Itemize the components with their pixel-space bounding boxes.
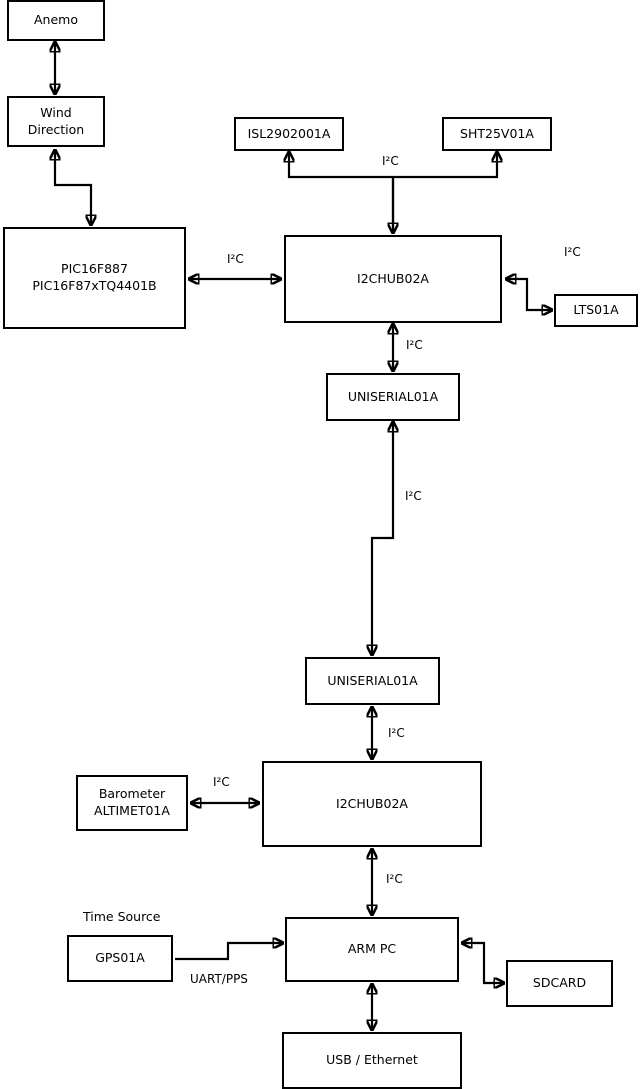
node-anemo[interactable]: Anemo: [7, 0, 105, 41]
node-uniserial01a-bottom[interactable]: UNISERIAL01A: [305, 657, 440, 705]
node-wind-direction[interactable]: Wind Direction: [7, 96, 105, 147]
wire-armpc-sdcard: [462, 943, 504, 983]
edge-label-i2c-hub-uni: I²C: [406, 338, 423, 352]
label-time-source: Time Source: [83, 909, 161, 924]
wire-bus-sht: [393, 152, 497, 179]
node-isl2902001a[interactable]: ISL2902001A: [234, 117, 344, 151]
node-i2chub02a-top[interactable]: I2CHUB02A: [284, 235, 502, 323]
edge-label-i2c-uni-uni: I²C: [405, 489, 422, 503]
edge-label-i2c-hub-lts: I²C: [564, 245, 581, 259]
node-lts01a[interactable]: LTS01A: [554, 294, 638, 327]
edge-label-i2c-baro-hub2: I²C: [213, 775, 230, 789]
node-sht25v01a[interactable]: SHT25V01A: [442, 117, 552, 151]
wire-unitop-unibottom: [372, 422, 393, 655]
node-i2chub02a-bottom[interactable]: I2CHUB02A: [262, 761, 482, 847]
node-gps01a[interactable]: GPS01A: [67, 935, 173, 982]
edge-label-i2c-hub2-arm: I²C: [386, 872, 403, 886]
node-arm-pc[interactable]: ARM PC: [285, 917, 459, 982]
edge-label-i2c-uni2-hub2: I²C: [388, 726, 405, 740]
edge-label-uart-pps: UART/PPS: [190, 972, 248, 986]
node-uniserial01a-top[interactable]: UNISERIAL01A: [326, 373, 460, 421]
node-pic16f887[interactable]: PIC16F887 PIC16F87xTQ4401B: [3, 227, 186, 329]
wire-wind-pic: [55, 150, 91, 225]
wire-bus-isl: [289, 152, 393, 179]
node-sdcard[interactable]: SDCARD: [506, 960, 613, 1007]
edge-label-i2c-top-sensors: I²C: [382, 154, 399, 168]
wire-gps-armpc: [175, 943, 283, 961]
wire-hubtop-lts: [506, 279, 552, 310]
edge-label-i2c-pic-hub: I²C: [227, 252, 244, 266]
node-barometer-altimet01a[interactable]: Barometer ALTIMET01A: [76, 775, 188, 831]
node-usb-ethernet[interactable]: USB / Ethernet: [282, 1032, 462, 1089]
